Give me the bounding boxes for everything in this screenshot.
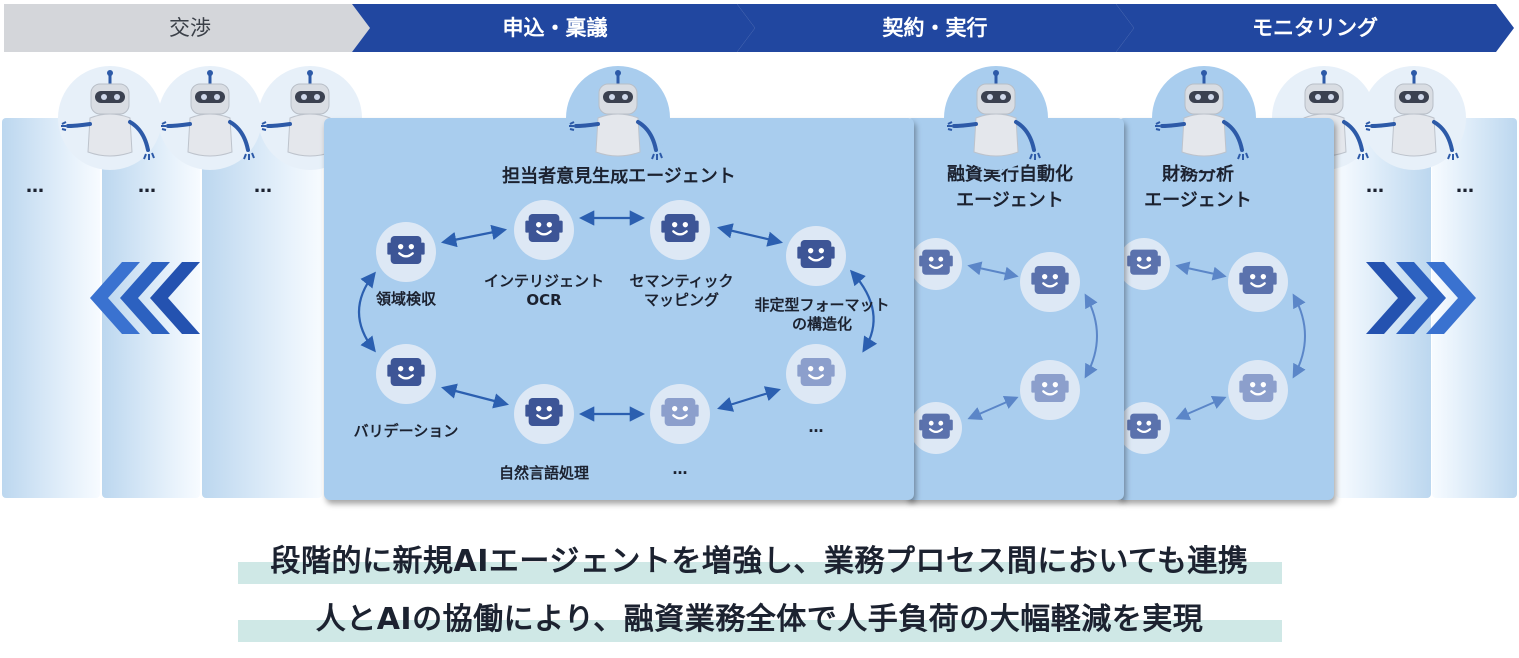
right-agent-panel-1 <box>1336 118 1431 498</box>
left-agent-panel-2 <box>102 118 200 498</box>
left-panel-1-ellipsis: … <box>26 176 46 197</box>
main-agent-network <box>357 200 878 444</box>
execution-agent-title: 融資実行自動化 エージェント <box>947 164 1073 211</box>
main-agent-robot-bubble <box>566 66 670 170</box>
node-label-unstructured-format: 非定型フォーマット の構造化 <box>754 296 890 333</box>
phase-shape-contract <box>737 4 1134 52</box>
right-agent-panel-2 <box>1432 118 1517 498</box>
left-panel-3-ellipsis: … <box>254 176 274 197</box>
left-agent-panel-3 <box>202 118 322 498</box>
phase-label-application: 申込・稟議 <box>502 16 608 40</box>
phase-bar <box>4 4 1514 52</box>
right-robot-bubble-2 <box>1362 66 1466 170</box>
main-agent-card: 担当者意見生成エージェント 領域検収 インテリジェント OCR セマンティック … <box>324 118 914 500</box>
node-label-intelligent-ocr: インテリジェント OCR <box>483 272 604 309</box>
message-highlight-2 <box>238 620 1282 642</box>
phase-label-contract: 契約・実行 <box>882 16 988 40</box>
right-panel-1-ellipsis: … <box>1366 176 1386 197</box>
message-line-1: 段階的に新規AIエージェントを増強し、業務プロセス間においても連携 <box>270 544 1249 579</box>
message-highlight-1 <box>238 562 1282 584</box>
finance-agent-title: 財務分析 エージェント <box>1144 164 1252 211</box>
execution-agent-network <box>910 238 1098 454</box>
left-robot-bubble-2 <box>158 66 262 170</box>
left-robot-bubble-1 <box>58 66 162 170</box>
node-label-domain-check: 領域検収 <box>375 290 436 308</box>
node-label-validation: バリデーション <box>353 422 459 440</box>
node-label-nlp: 自然言語処理 <box>498 464 589 482</box>
node-label-more-1: … <box>672 460 688 478</box>
execution-agent-robot-bubble <box>944 66 1048 170</box>
node-label-semantic-mapping: セマンティック マッピング <box>629 272 734 309</box>
left-chevron-icon <box>90 262 200 334</box>
phase-label-monitoring: モニタリング <box>1252 16 1378 40</box>
phase-shape-monitoring <box>1116 4 1514 52</box>
finance-agent-robot-bubble <box>1152 66 1256 170</box>
finance-agent-network <box>1118 238 1306 454</box>
execution-agent-card: 融資実行自動化 エージェント <box>906 118 1124 500</box>
left-panel-2-ellipsis: … <box>138 176 158 197</box>
main-agent-title: 担当者意見生成エージェント <box>502 166 736 187</box>
finance-agent-card: 財務分析 エージェント <box>1118 118 1334 500</box>
node-label-more-2: … <box>808 418 824 436</box>
right-panel-2-ellipsis: … <box>1456 176 1476 197</box>
phase-shape-application <box>352 4 755 52</box>
message-line-2: 人とAIの協働により、融資業務全体で人手負荷の大幅軽減を実現 <box>315 602 1204 637</box>
phase-label-negotiation: 交渉 <box>169 16 211 40</box>
phase-shape-negotiation <box>4 4 370 52</box>
right-chevron-icon <box>1366 262 1476 334</box>
left-agent-panel-1 <box>2 118 100 498</box>
